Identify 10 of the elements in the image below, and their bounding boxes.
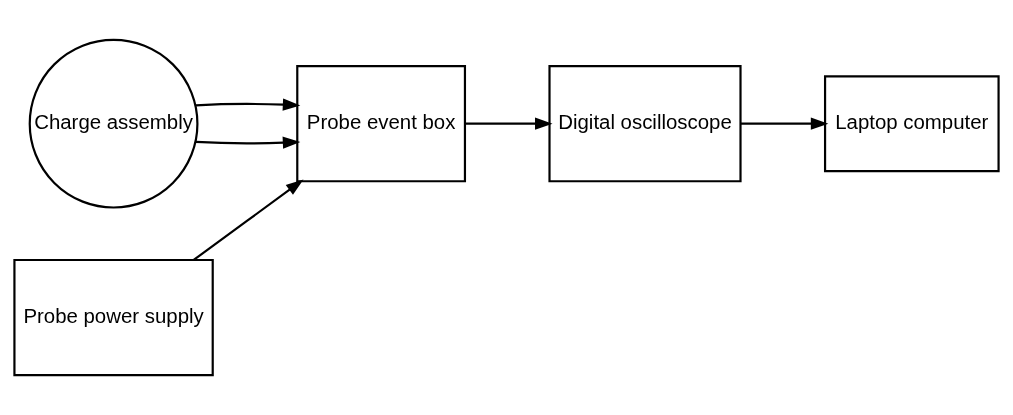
node-box: Probe power supply: [13, 258, 214, 377]
arrow: [195, 98, 301, 111]
node-circle: Charge assembly: [28, 38, 199, 209]
arrow: [740, 117, 829, 130]
arrow: [195, 136, 301, 149]
node-box: Probe event box: [296, 65, 467, 183]
arrow: [465, 117, 553, 130]
node-box: Laptop computer: [823, 75, 1000, 173]
arrow: [193, 179, 304, 261]
node-box: Digital oscilloscope: [548, 65, 742, 183]
